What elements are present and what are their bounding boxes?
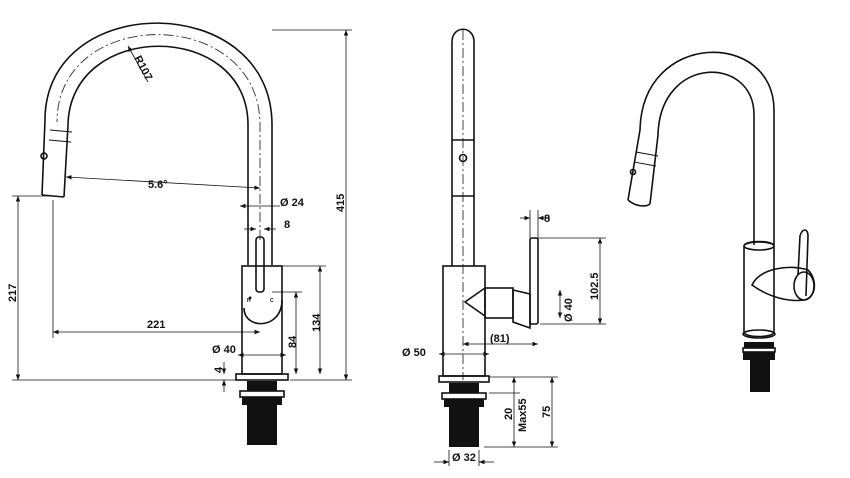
front-shank (247, 405, 277, 445)
dim-base-diameter: Ø 50 (402, 347, 426, 359)
dim-side-body-diameter: Ø 40 (563, 298, 575, 322)
dim-base-thickness: 4 (213, 366, 225, 373)
side-body (442, 265, 486, 377)
front-view: H C 415 217 221 R107 5.6° Ø 24 (7, 22, 352, 445)
iso-spout-inner (649, 71, 755, 245)
front-body (241, 265, 283, 375)
front-spout-centerline (56, 34, 261, 240)
front-spray-button-icon (40, 152, 48, 160)
iso-spout-outer (627, 51, 775, 245)
dim-angle: 5.6° (148, 179, 168, 191)
dim-handle-width-side: 8 (544, 213, 550, 225)
iso-shank (750, 360, 770, 392)
dim-max-deck: Max55 (517, 398, 529, 432)
iso-spray-button-icon (629, 168, 637, 176)
front-base-ring (235, 373, 289, 381)
dim-spout-diameter: Ø 24 (280, 197, 305, 209)
side-shank (449, 407, 479, 447)
dim-reach: 221 (147, 319, 165, 331)
dim-handle-height: 102.5 (589, 272, 601, 300)
cold-mark: C (270, 298, 274, 304)
dim-body-diameter: Ø 40 (212, 344, 236, 356)
dim-body-height: 134 (311, 313, 323, 332)
dim-spout-height: 217 (7, 284, 19, 302)
hot-mark: H (247, 298, 251, 304)
dim-radius: R107 (131, 54, 154, 83)
side-spout (451, 28, 475, 266)
dim-handle-width-front: 8 (284, 219, 290, 231)
dim-total-height: 415 (335, 194, 347, 212)
dim-handle-depth: (81) (490, 333, 510, 345)
dim-shank-total: 75 (541, 406, 553, 418)
side-lever (529, 237, 539, 325)
side-view: 8 102.5 Ø 40 Ø 50 (81) 20 Max55 75 Ø 32 (402, 28, 606, 466)
dim-shank-diameter: Ø 32 (452, 452, 476, 464)
dim-shank-height: 20 (503, 408, 515, 420)
front-spout-inner (63, 45, 249, 265)
front-spout-outer (41, 22, 273, 265)
front-lever (255, 236, 265, 293)
perspective-view (627, 51, 816, 392)
side-spray-button-icon (458, 153, 468, 163)
dim-lever-height: 84 (287, 335, 299, 348)
